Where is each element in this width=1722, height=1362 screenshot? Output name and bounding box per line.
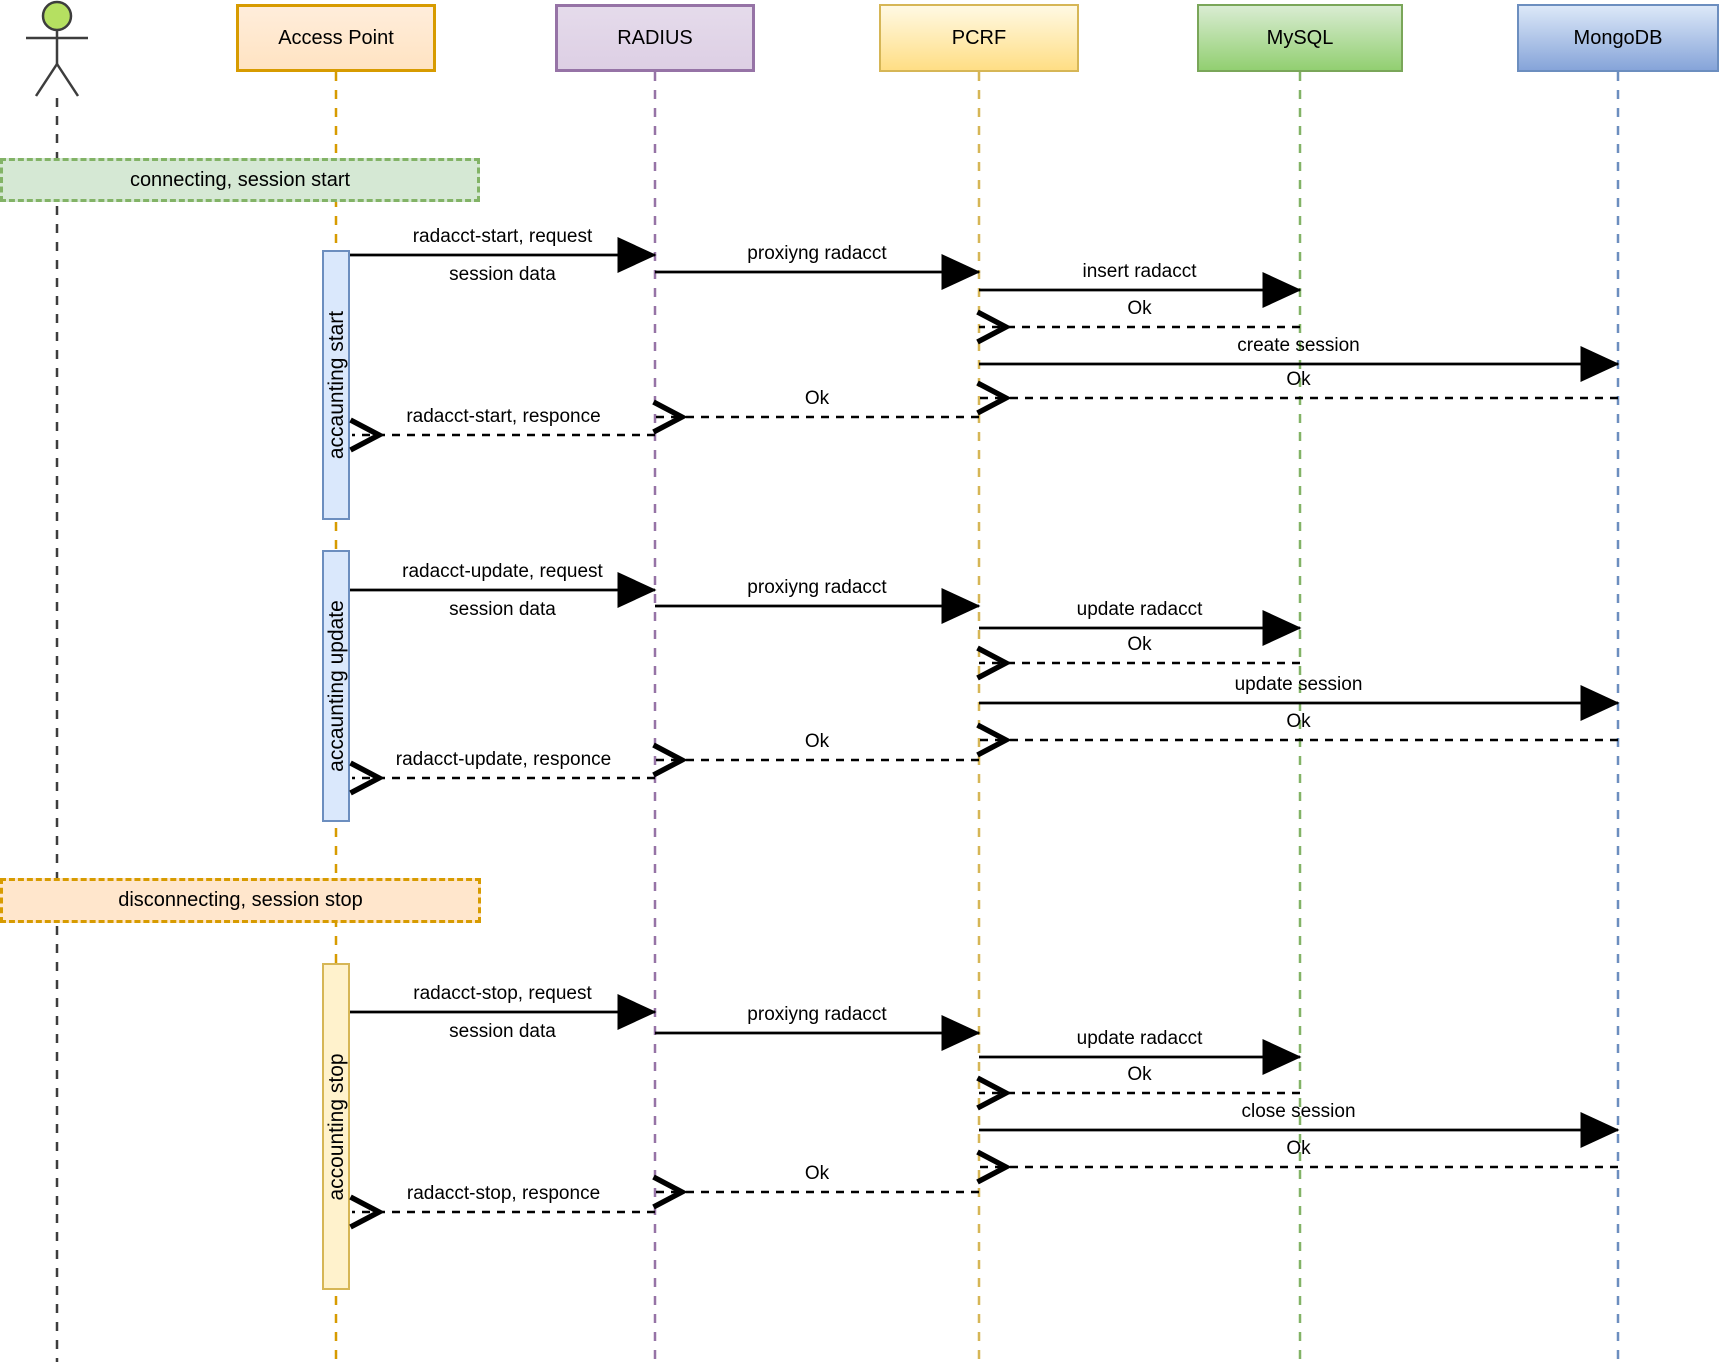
- banner-disconnecting: disconnecting, session stop: [0, 878, 481, 923]
- message-label: radacct-update, request: [402, 561, 603, 582]
- activation-bar-3: [322, 963, 350, 1290]
- participant-access-point: Access Point: [236, 4, 436, 72]
- message-label: Ok: [1127, 298, 1152, 319]
- message-label: proxiyng radacct: [747, 243, 887, 264]
- message-sublabel: session data: [449, 599, 556, 620]
- message-label: radacct-stop, request: [413, 983, 592, 1004]
- message-label: close session: [1241, 1101, 1356, 1122]
- actor-leg-left: [34, 63, 59, 97]
- message-label: Ok: [1127, 634, 1152, 655]
- message-sublabel: session data: [449, 1021, 556, 1042]
- message-sublabel: session data: [449, 264, 556, 285]
- actor-icon: [26, 0, 88, 97]
- message-label: radacct-stop, responce: [406, 1183, 601, 1204]
- message-label: Ok: [804, 1163, 830, 1184]
- message-label: update radacct: [1076, 599, 1203, 620]
- activation-bar-1: [322, 250, 350, 520]
- message-label: Ok: [1286, 711, 1311, 732]
- actor-leg-right: [55, 63, 80, 97]
- message-label: proxiyng radacct: [747, 1004, 887, 1025]
- message-label: create session: [1237, 335, 1360, 356]
- message-label: radacct-start, responce: [406, 406, 601, 427]
- banner-connecting: connecting, session start: [0, 158, 480, 202]
- message-label: proxiyng radacct: [747, 577, 887, 598]
- message-label: Ok: [1286, 1138, 1311, 1159]
- participant-radius: RADIUS: [555, 4, 755, 72]
- activation-bar-2: [322, 550, 350, 822]
- message-label: insert radacct: [1082, 261, 1197, 282]
- message-label: Ok: [804, 388, 830, 409]
- message-label: Ok: [1127, 1064, 1152, 1085]
- message-label: update session: [1234, 674, 1363, 695]
- message-label: update radacct: [1076, 1028, 1203, 1049]
- message-label: radacct-update, responce: [395, 749, 612, 770]
- message-label: radacct-start, request: [412, 226, 593, 247]
- message-label: Ok: [804, 731, 830, 752]
- message-label: Ok: [1286, 369, 1311, 390]
- participant-mongodb: MongoDB: [1517, 4, 1719, 72]
- participant-pcrf: PCRF: [879, 4, 1079, 72]
- participant-mysql: MySQL: [1197, 4, 1403, 72]
